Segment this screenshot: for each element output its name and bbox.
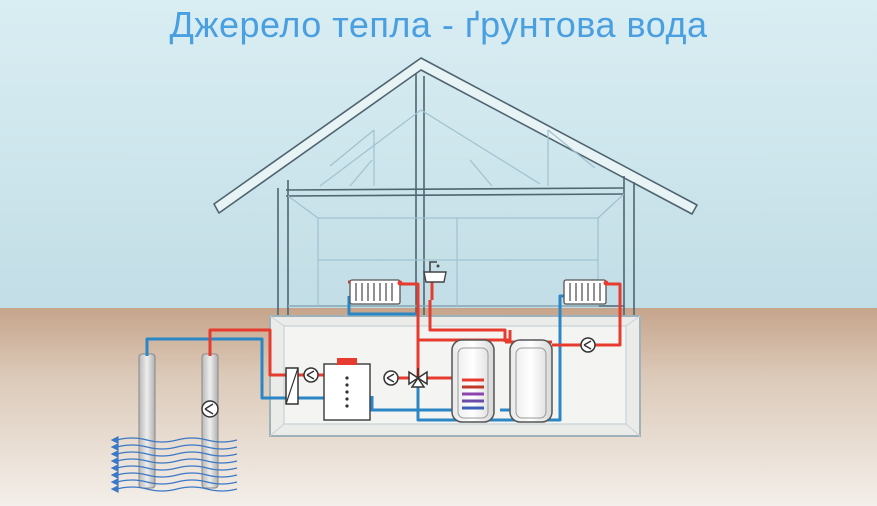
pump-icon <box>201 337 596 418</box>
heating-coil-front <box>462 378 484 410</box>
house-outline <box>213 57 698 318</box>
mixing-valve-icon <box>408 368 428 388</box>
groundwater-flow <box>110 436 238 493</box>
sink-icon <box>423 261 447 283</box>
radiator-icon <box>349 279 607 305</box>
well-icon <box>138 353 219 489</box>
heat-exchanger-icon <box>285 367 299 405</box>
radiator-valve <box>397 280 609 286</box>
diagram-title: Джерело тепла - ґрунтова вода <box>169 4 708 45</box>
interior-perspective <box>287 109 625 307</box>
heat-pump-unit-icon <box>323 358 371 421</box>
